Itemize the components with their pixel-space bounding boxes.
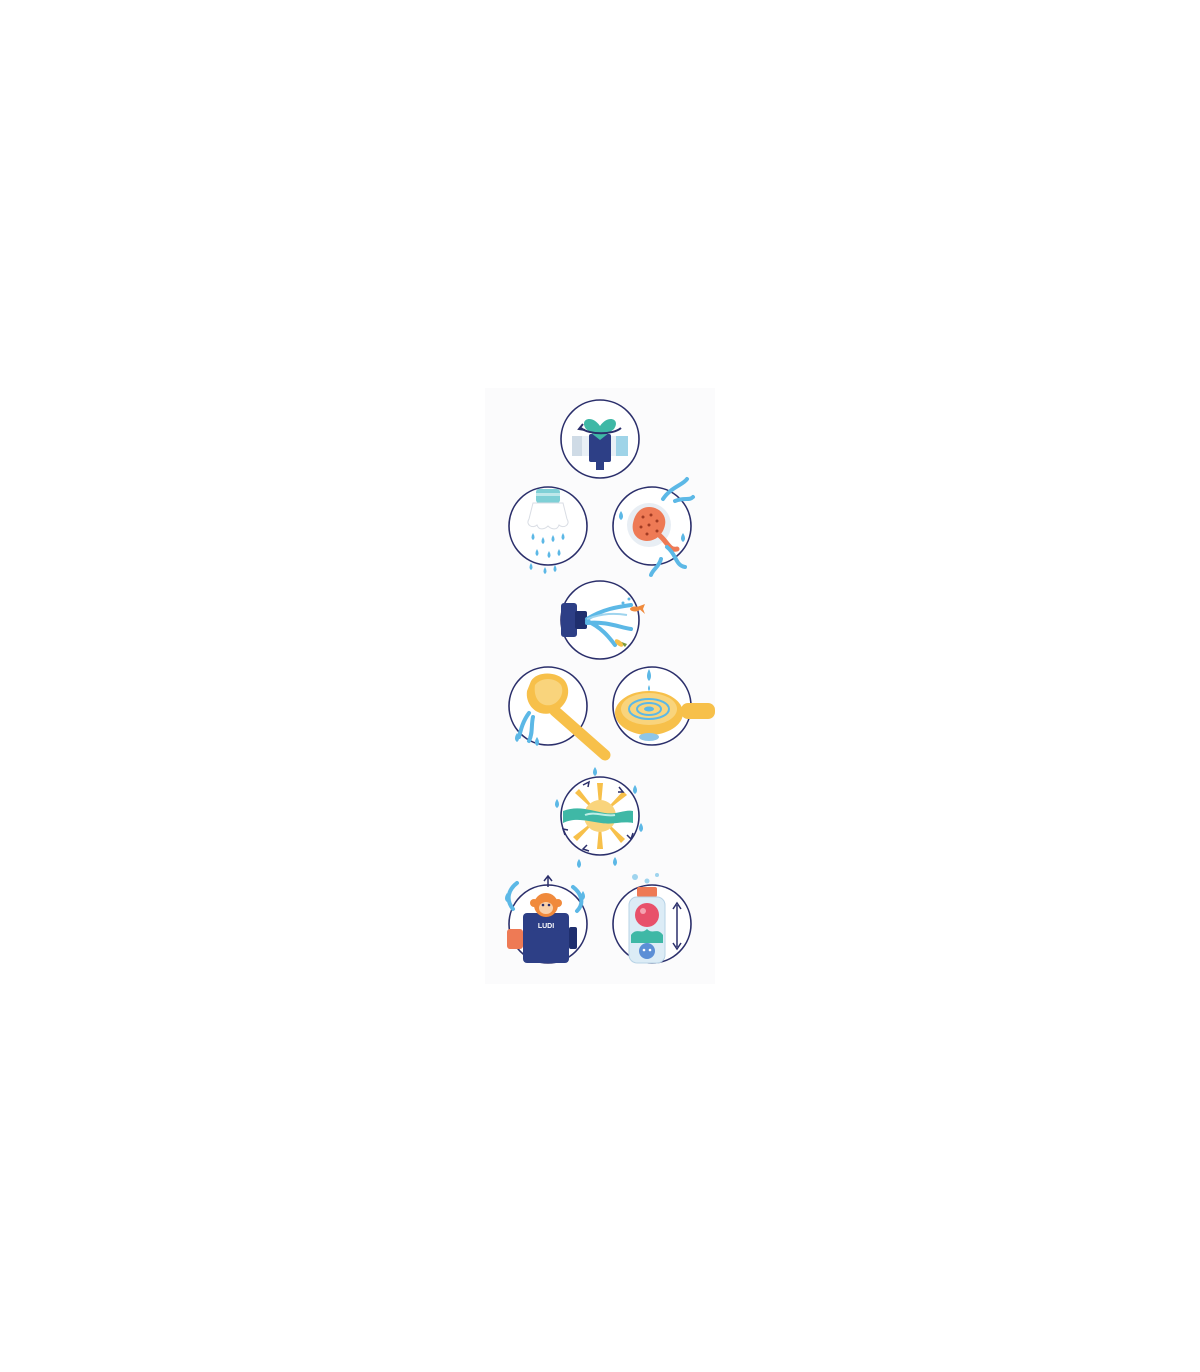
feature-faucet-valve bbox=[545, 384, 655, 494]
feature-scoop-pour bbox=[493, 651, 611, 761]
shower-head-icon bbox=[508, 486, 588, 574]
octopus-sprinkler-icon bbox=[612, 477, 695, 577]
ball-tube-icon bbox=[612, 873, 692, 964]
feature-ball-tube bbox=[597, 869, 707, 979]
water-jet-fish-icon bbox=[560, 580, 645, 660]
feature-octopus-sprinkler bbox=[597, 471, 707, 581]
water-wheel-icon bbox=[555, 767, 643, 868]
feature-monkey-popup: LUDI bbox=[493, 869, 603, 979]
yellow-scoop-sieve-icon bbox=[612, 666, 715, 746]
feature-shower-head bbox=[493, 471, 603, 581]
feature-water-wheel bbox=[545, 761, 655, 871]
feature-water-jet bbox=[545, 565, 655, 675]
monkey-popup-icon: LUDI bbox=[505, 874, 588, 964]
heart-faucet-valve-icon bbox=[560, 399, 640, 479]
feature-scoop-sieve bbox=[597, 651, 715, 761]
brand-logo: LUDI bbox=[538, 923, 554, 930]
yellow-scoop-pour-icon bbox=[508, 666, 611, 761]
